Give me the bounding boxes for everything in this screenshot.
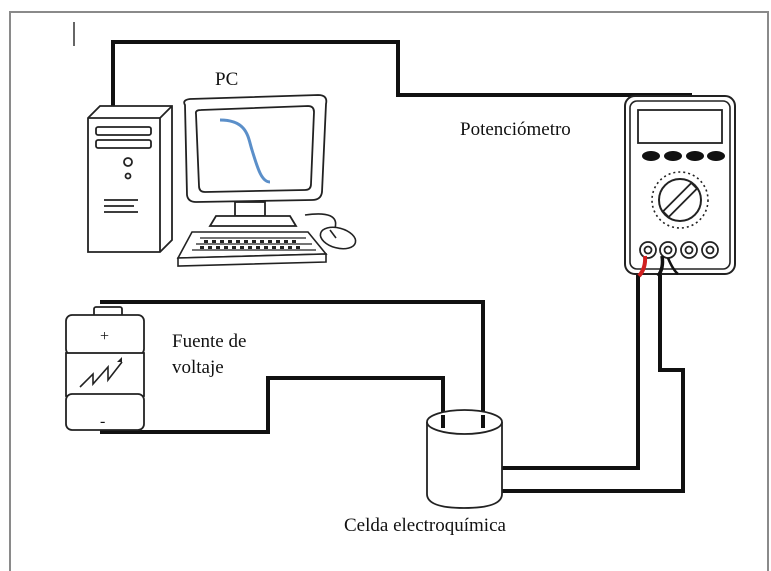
black-probe-tail bbox=[666, 257, 679, 275]
wire-source-plus bbox=[100, 300, 485, 417]
red-probe-lead bbox=[637, 255, 648, 278]
battery-minus-sign: - bbox=[100, 413, 105, 430]
battery-ramp-arrowhead bbox=[117, 357, 122, 362]
keyboard-keys bbox=[200, 240, 300, 249]
battery-plus-sign: + bbox=[100, 328, 109, 345]
source-label-line1: Fuente de bbox=[172, 331, 246, 352]
wires bbox=[100, 40, 692, 493]
diagram-frame bbox=[9, 11, 769, 571]
pc-label: PC bbox=[215, 69, 238, 90]
keyboard-icon bbox=[176, 231, 328, 267]
black-probe-lead bbox=[656, 255, 665, 278]
battery-icon bbox=[65, 306, 145, 431]
wire-cell-potentiometer-2 bbox=[500, 265, 685, 493]
pc-tower-icon bbox=[87, 105, 173, 253]
potentiometer-icon bbox=[624, 95, 736, 275]
wire-cell-potentiometer-1 bbox=[500, 265, 640, 470]
monitor-icon bbox=[183, 94, 328, 227]
source-label-line2: voltaje bbox=[172, 357, 224, 378]
cell-label: Celda electroquímica bbox=[344, 515, 507, 536]
screen-curve bbox=[219, 118, 271, 184]
wire-source-minus bbox=[100, 376, 445, 434]
mouse-icon bbox=[304, 213, 357, 250]
battery-ramp-icon bbox=[79, 361, 123, 388]
electrochemical-cell-icon bbox=[426, 409, 503, 509]
cell-electrodes bbox=[441, 415, 485, 428]
potentiometer-label: Potenciómetro bbox=[460, 119, 571, 140]
